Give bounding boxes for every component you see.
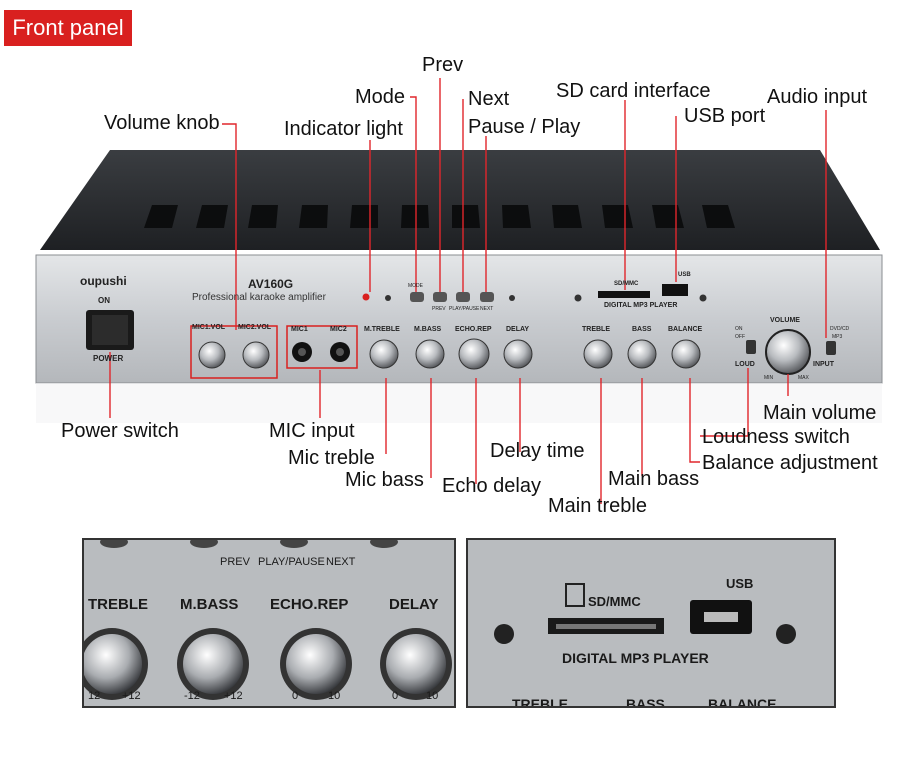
zoom-delay-label: DELAY bbox=[389, 596, 439, 613]
zoom-scale-3b: 10 bbox=[328, 690, 341, 702]
treble-label: TREBLE bbox=[582, 326, 610, 333]
bass-label: BASS bbox=[632, 326, 652, 333]
zoom-sd-mmc-label: SD/MMC bbox=[588, 594, 641, 609]
mic1-label: MIC1 bbox=[291, 326, 308, 333]
loud-switch bbox=[746, 340, 756, 354]
chassis-vents bbox=[144, 205, 735, 228]
model-label: AV160G bbox=[248, 277, 294, 291]
callout-sd-card: SD card interface bbox=[556, 80, 711, 102]
callout-power-switch: Power switch bbox=[61, 420, 179, 442]
callout-audio-input: Audio input bbox=[767, 86, 868, 108]
mic-input-box bbox=[286, 325, 358, 369]
mp3-player-label: DIGITAL MP3 PLAYER bbox=[604, 302, 678, 309]
mp3-label: MP3 bbox=[832, 334, 843, 340]
mic1-vol-label: MIC1.VOL bbox=[192, 324, 226, 331]
volume-label: VOLUME bbox=[770, 317, 800, 324]
min-label: MIN bbox=[764, 375, 774, 381]
leader-lines bbox=[109, 78, 827, 504]
callout-usb-port: USB port bbox=[684, 105, 766, 127]
callout-loudness-switch: Loudness switch bbox=[702, 426, 850, 448]
zoom-right-panel: SD/MMC USB DIGITAL MP3 PLAYER TREBLE BAS… bbox=[466, 538, 836, 708]
callout-mic-input: MIC input bbox=[269, 420, 355, 442]
front-panel-badge: Front panel bbox=[4, 10, 132, 46]
usb-label: USB bbox=[678, 272, 691, 278]
m-bass-label: M.BASS bbox=[414, 326, 442, 333]
callout-main-treble: Main treble bbox=[548, 495, 647, 517]
transport-buttons bbox=[410, 292, 494, 302]
callout-prev: Prev bbox=[422, 54, 464, 76]
m-treble-label: M.TREBLE bbox=[364, 326, 400, 333]
callout-pause-play: Pause / Play bbox=[468, 116, 581, 138]
zoom-mp3-player-label: DIGITAL MP3 PLAYER bbox=[562, 650, 709, 666]
sd-slot bbox=[598, 291, 650, 298]
zoom-bass-label: BASS bbox=[626, 696, 665, 708]
chassis-top bbox=[40, 150, 880, 250]
loud-label: LOUD bbox=[735, 361, 755, 368]
zoom-scale-1b: +12 bbox=[122, 690, 141, 702]
zoom-treble-label: TREBLE bbox=[88, 596, 148, 613]
next-label: NEXT bbox=[480, 306, 494, 312]
mic2-label: MIC2 bbox=[330, 326, 347, 333]
front-face bbox=[35, 254, 883, 384]
callout-indicator-light: Indicator light bbox=[284, 118, 403, 140]
delay-label: DELAY bbox=[506, 326, 530, 333]
zoom-left-knobs bbox=[84, 540, 452, 700]
zoom-next-label: NEXT bbox=[326, 556, 356, 568]
zoom-scale-1a: 12 bbox=[88, 690, 101, 702]
on-small-label: ON bbox=[735, 326, 743, 332]
dvd-cd-label: DVD/CD bbox=[830, 326, 850, 332]
balance-label: BALANCE bbox=[668, 326, 703, 333]
callout-next: Next bbox=[468, 88, 510, 110]
input-label: INPUT bbox=[813, 361, 834, 368]
callout-main-volume: Main volume bbox=[763, 402, 877, 424]
zoom-usb-label: USB bbox=[726, 576, 754, 591]
subtitle-label: Professional karaoke amplifier bbox=[192, 292, 326, 303]
callout-volume-knob: Volume knob bbox=[104, 112, 220, 134]
zoom-right-ports bbox=[494, 583, 796, 644]
reflection bbox=[36, 383, 882, 423]
zoom-prev-label: PREV bbox=[220, 556, 250, 568]
callout-balance-adjustment: Balance adjustment bbox=[702, 452, 878, 474]
on-label: ON bbox=[98, 296, 110, 305]
power-label: POWER bbox=[93, 354, 124, 363]
knobs bbox=[198, 329, 811, 375]
mic2-vol-label: MIC2.VOL bbox=[238, 324, 272, 331]
off-small-label: OFF bbox=[735, 334, 745, 340]
indicator-light bbox=[362, 293, 370, 301]
callout-mic-treble: Mic treble bbox=[288, 447, 375, 469]
zoom-scale-2b: +12 bbox=[224, 690, 243, 702]
callout-echo-delay: Echo delay bbox=[442, 475, 541, 497]
zoom-play-pause-label: PLAY/PAUSE bbox=[258, 556, 325, 568]
callout-delay-time: Delay time bbox=[490, 440, 585, 462]
mode-label: MODE bbox=[408, 283, 423, 289]
input-switch bbox=[826, 341, 836, 355]
prev-label: PREV bbox=[432, 306, 446, 312]
zoom-scale-4a: 0 bbox=[392, 690, 399, 702]
zoom-m-bass-label: M.BASS bbox=[180, 596, 239, 613]
zoom-scale-4b: 10 bbox=[426, 690, 439, 702]
zoom-echo-rep-label: ECHO.REP bbox=[270, 596, 349, 613]
zoom-treble-label-r: TREBLE bbox=[512, 696, 568, 708]
zoom-scale-2a: -12 bbox=[184, 690, 200, 702]
zoom-balance-label: BALANCE bbox=[708, 696, 777, 708]
play-pause-label: PLAY/PAUSE bbox=[449, 306, 480, 312]
max-label: MAX bbox=[798, 375, 809, 381]
usb-slot bbox=[662, 284, 688, 296]
callout-main-bass: Main bass bbox=[608, 468, 700, 490]
brand-logo: oupushi bbox=[80, 274, 127, 288]
zoom-left-panel: PREV PLAY/PAUSE NEXT TREBLE M.BASS ECHO.… bbox=[82, 538, 456, 708]
zoom-scale-3a: 0 bbox=[292, 690, 299, 702]
callout-mic-bass: Mic bass bbox=[345, 469, 424, 491]
echo-rep-label: ECHO.REP bbox=[455, 326, 492, 333]
mic-vol-box bbox=[190, 325, 278, 379]
callout-mode: Mode bbox=[355, 86, 406, 108]
sd-mmc-label: SD/MMC bbox=[614, 281, 639, 287]
